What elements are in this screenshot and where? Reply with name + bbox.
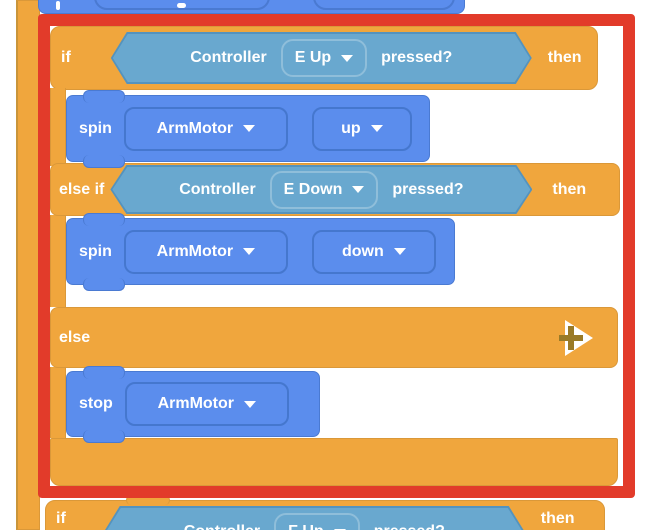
block-notch [83, 366, 125, 379]
dropdown-value: E Down [283, 180, 343, 198]
condition-label: Controller [190, 49, 267, 66]
chevron-down-icon [243, 248, 256, 255]
controller-pressed-condition[interactable]: Controller E Down pressed? [110, 165, 532, 214]
text-fragment [177, 3, 186, 8]
elseif-header-row[interactable]: else if Controller E Down pressed? then [50, 163, 620, 216]
dropdown-value: ArmMotor [156, 119, 234, 137]
chevron-down-icon [244, 400, 256, 408]
dropdown-value: E Up [294, 49, 332, 66]
block-notch [83, 213, 125, 226]
if-block-left-arm[interactable] [50, 367, 66, 438]
chevron-down-icon [243, 125, 256, 132]
else-row[interactable]: else [50, 307, 618, 368]
stop-label: stop [79, 395, 113, 412]
controller-pressed-condition[interactable]: Controller F Up pressed? [104, 506, 525, 530]
block-notch [83, 430, 125, 443]
then-keyword: then [552, 180, 587, 198]
if-block-left-arm[interactable] [50, 88, 66, 166]
controller-pressed-condition[interactable]: Controller E Up pressed? [111, 32, 532, 84]
if-header-row[interactable]: if Controller E Up pressed? then [50, 26, 598, 90]
block-notch [83, 278, 125, 291]
controller-button-dropdown[interactable]: E Down [270, 171, 379, 209]
motor-dropdown[interactable]: ArmMotor [123, 229, 288, 274]
condition-suffix: pressed? [381, 49, 453, 66]
chevron-down-icon [370, 125, 383, 132]
stop-block[interactable]: stop ArmMotor [66, 366, 320, 443]
then-keyword: then [547, 49, 582, 66]
expand-else-icon[interactable] [555, 318, 595, 358]
elseif-keyword: else if [59, 180, 105, 198]
direction-dropdown[interactable]: down [311, 229, 436, 274]
condition-label: Controller [179, 180, 256, 198]
chevron-down-icon [341, 55, 353, 62]
condition-suffix: pressed? [392, 180, 464, 198]
if-keyword: if [61, 49, 71, 66]
dropdown-value: up [341, 119, 361, 137]
condition-label: Controller [184, 523, 260, 530]
block-notch [83, 90, 125, 103]
condition-suffix: pressed? [374, 523, 445, 530]
enclosing-block-left-arm[interactable] [16, 0, 40, 530]
dropdown-value: ArmMotor [156, 242, 234, 260]
if-block-left-arm[interactable] [50, 215, 66, 307]
if-block-bottom-bar[interactable] [50, 438, 618, 486]
then-keyword: then [540, 510, 575, 527]
else-keyword: else [59, 328, 91, 346]
controller-button-dropdown[interactable]: E Up [281, 39, 367, 77]
dropdown-field[interactable] [313, 0, 455, 10]
spin-label: spin [79, 242, 112, 260]
partial-spin-block[interactable] [38, 0, 465, 14]
motor-dropdown[interactable]: ArmMotor [123, 106, 288, 151]
dropdown-value: down [342, 242, 384, 260]
next-if-header-row[interactable]: if Controller F Up pressed? then [45, 495, 605, 530]
motor-dropdown[interactable]: ArmMotor [124, 382, 289, 426]
controller-button-dropdown[interactable]: F Up [274, 513, 360, 530]
block-notch [83, 155, 125, 168]
text-fragment [56, 1, 60, 10]
direction-dropdown[interactable]: up [311, 106, 412, 151]
dropdown-value: ArmMotor [157, 395, 234, 412]
if-keyword: if [56, 510, 66, 527]
spin-block-up[interactable]: spin ArmMotor up [66, 90, 430, 168]
chevron-down-icon [393, 248, 406, 255]
block-notch [126, 495, 170, 505]
chevron-down-icon [334, 529, 346, 530]
spin-block-down[interactable]: spin ArmMotor down [66, 213, 455, 291]
chevron-down-icon [352, 186, 364, 193]
spin-label: spin [79, 119, 112, 137]
dropdown-value: F Up [288, 523, 324, 530]
